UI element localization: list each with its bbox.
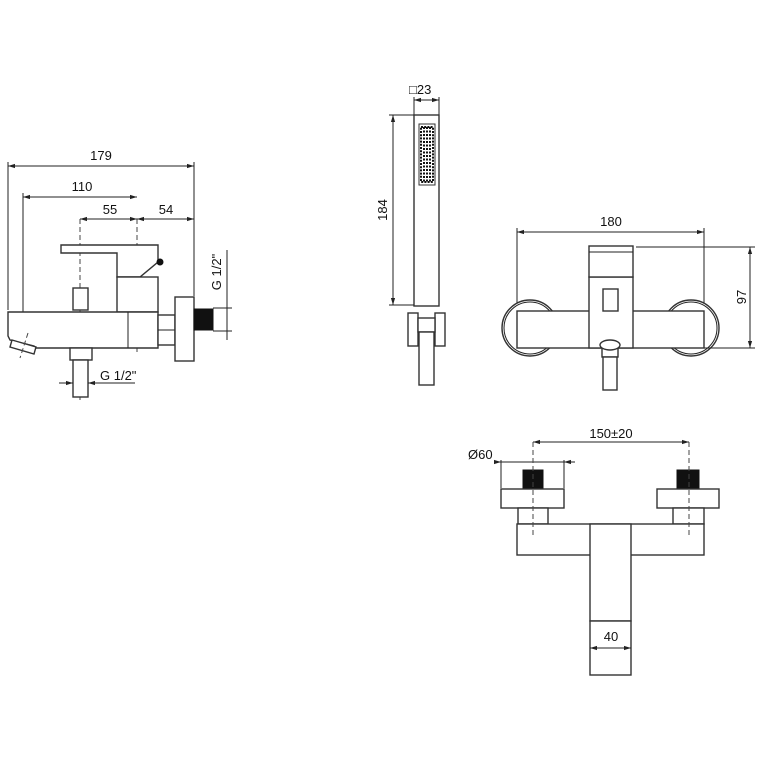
- dim-110-label: 110: [72, 179, 93, 194]
- front-height-label: 97: [734, 290, 749, 304]
- wall-rosette: [174, 296, 195, 362]
- front-view: 180 97: [501, 214, 755, 391]
- outlet-thread-label: G 1/2": [100, 368, 137, 383]
- dim-54-label: 54: [159, 202, 173, 217]
- rosette-diameter-label: Ø60: [468, 447, 493, 462]
- lever: [60, 244, 159, 278]
- front-width-label: 180: [600, 214, 622, 229]
- spout-body: [7, 311, 159, 349]
- center-distance-label: 150±20: [589, 426, 632, 441]
- dim-55-label: 55: [103, 202, 117, 217]
- wall-thread-label: G 1/2": [209, 253, 224, 290]
- lever-front: [588, 245, 634, 278]
- hand-shower-view: □23 184: [375, 82, 446, 386]
- body-width-label: 40: [604, 629, 618, 644]
- length-label: 184: [375, 199, 390, 221]
- section-label: □23: [409, 82, 431, 97]
- top-view: 150±20 Ø60 40: [468, 426, 720, 676]
- side-view: 179 110 55 54 G 1/2" G 1/2": [7, 148, 232, 400]
- dim-179-label: 179: [90, 148, 112, 163]
- wall-thread: [193, 308, 214, 331]
